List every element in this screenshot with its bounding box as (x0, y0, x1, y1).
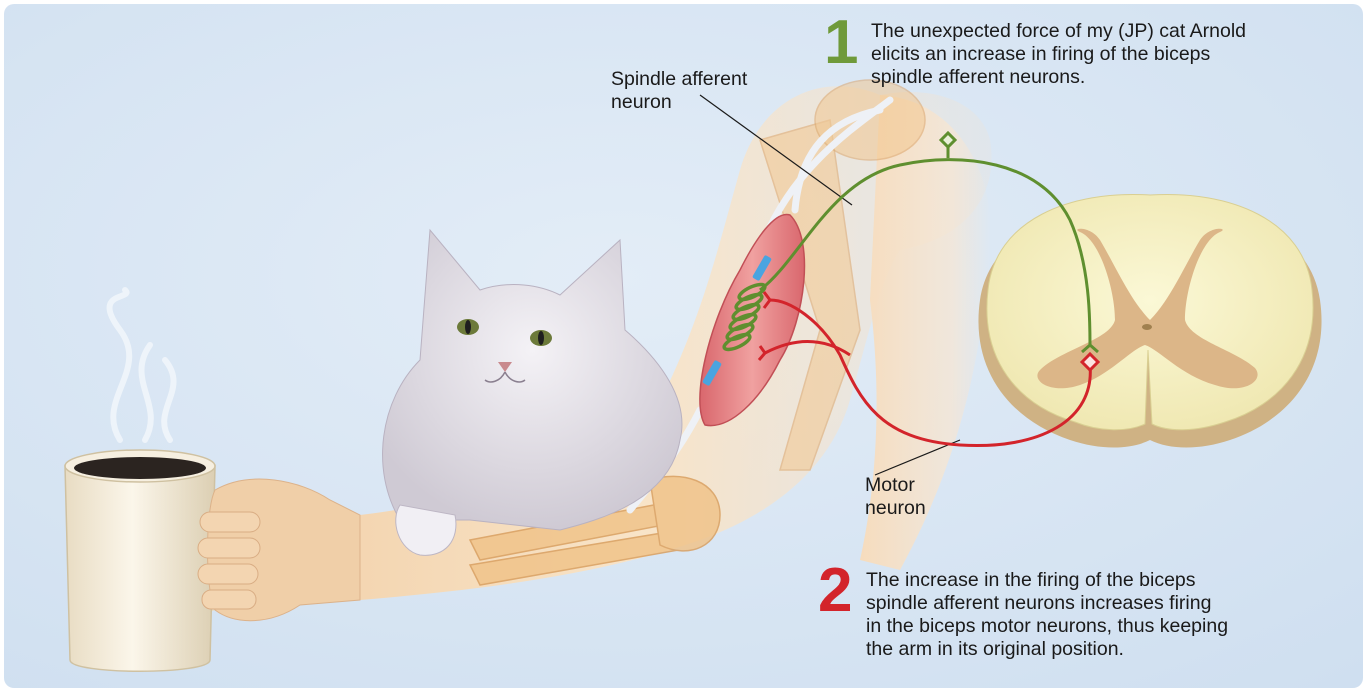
step-2-line: spindle afferent neurons increases firin… (866, 592, 1228, 615)
spinal-cord (978, 194, 1321, 447)
motor-neuron-label: Motor neuron (865, 474, 926, 520)
spindle-afferent-label-line2: neuron (611, 91, 747, 114)
step-2-line: the arm in its original position. (866, 638, 1228, 661)
step-1-line: The unexpected force of my (JP) cat Arno… (871, 20, 1246, 43)
spindle-afferent-label: Spindle afferent neuron (611, 68, 747, 114)
motor-neuron-label-line1: Motor (865, 474, 926, 497)
step-2-number: 2 (818, 560, 852, 622)
step-1-line: elicits an increase in firing of the bic… (871, 43, 1246, 66)
step-1-text: The unexpected force of my (JP) cat Arno… (871, 20, 1246, 89)
step-1-line: spindle afferent neurons. (871, 66, 1246, 89)
step-2-line: in the biceps motor neurons, thus keepin… (866, 615, 1228, 638)
motor-neuron-label-line2: neuron (865, 497, 926, 520)
step-2-line: The increase in the firing of the biceps (866, 569, 1228, 592)
step-1-number: 1 (824, 12, 858, 74)
spindle-afferent-label-line1: Spindle afferent (611, 68, 747, 91)
step-2-text: The increase in the firing of the biceps… (866, 569, 1228, 661)
